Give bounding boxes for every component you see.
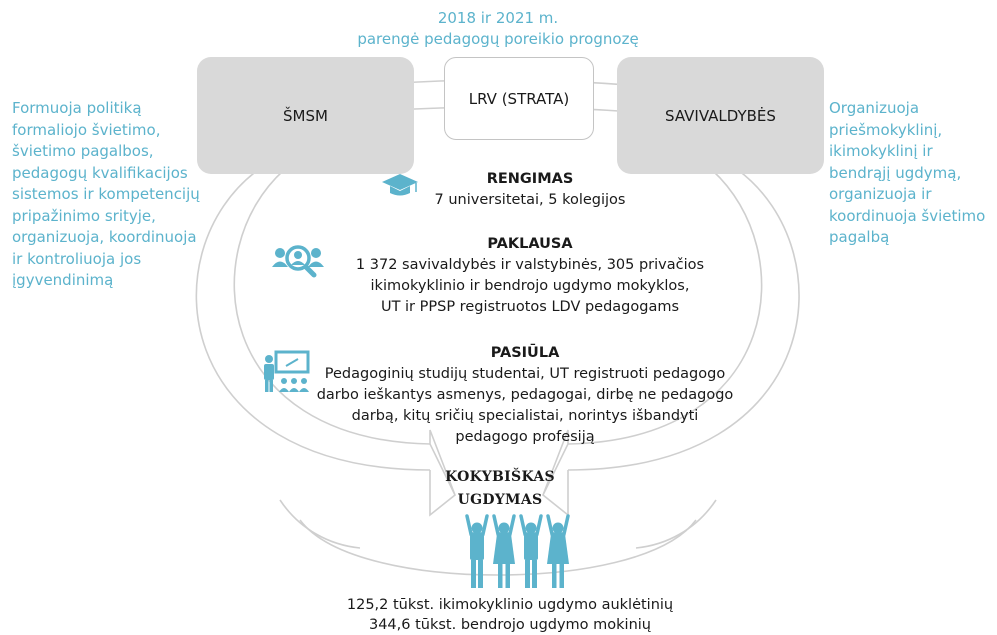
quality-education-title-line: UGDYMAS: [457, 492, 543, 508]
paklausa-text-line: 1 372 savivaldybės ir valstybinės, 305 p…: [355, 257, 705, 273]
pasiula-text-line: pedagogo profesiją: [455, 429, 595, 445]
paklausa-title: PAKLAUSA: [487, 236, 573, 252]
rengimas-text: 7 universitetai, 5 kolegijos: [434, 192, 626, 208]
smsm-description-line: įgyvendinimą: [12, 271, 114, 289]
lrv-strata-label: LRV (STRATA): [468, 89, 570, 108]
paklausa-text-line: UT ir PPSP registruotos LDV pedagogams: [380, 299, 680, 315]
lrv-strata-box: LRV (STRATA): [444, 57, 594, 140]
savivaldybes-description-line: priešmokyklinį,: [829, 120, 943, 139]
teacher-classroom-icon: [264, 350, 310, 392]
smsm-description-line: ir kontroliuoja jos: [12, 249, 142, 268]
smsm-description-line: švietimo pagalbos,: [12, 142, 154, 160]
smsm-description: Formuoja politiką formaliojo švietimo, š…: [12, 98, 212, 292]
smsm-label: ŠMSM: [283, 106, 328, 125]
quality-education-title-line: KOKYBIŠKAS: [445, 469, 555, 485]
savivaldybes-label: SAVIVALDYBĖS: [665, 106, 776, 125]
students-icon: [465, 514, 570, 588]
smsm-description-line: organizuoja, koordinuoja: [12, 228, 197, 246]
students-count: 125,2 tūkst. ikimokyklinio ugdymo auklėt…: [340, 595, 680, 635]
paklausa-text-line: ikimokyklinio ir bendrojo ugdymo mokyklo…: [370, 278, 690, 294]
forecast-note: 2018 ir 2021 m. parengė pedagogų poreiki…: [298, 8, 698, 50]
pasiula-title: PASIŪLA: [490, 345, 560, 361]
smsm-description-line: sistemos ir kompetencijų: [12, 185, 200, 203]
forecast-note-line: parengė pedagogų poreikio prognozę: [357, 30, 639, 48]
forecast-note-line: 2018 ir 2021 m.: [437, 9, 559, 27]
smsm-description-line: Formuoja politiką: [12, 99, 142, 117]
savivaldybes-description: Organizuoja priešmokyklinį, ikimokyklinį…: [829, 98, 994, 249]
savivaldybes-description-line: ikimokyklinį ir: [829, 142, 933, 160]
savivaldybes-description-line: organizuoja ir: [829, 185, 932, 203]
paklausa-section: PAKLAUSA 1 372 savivaldybės ir valstybin…: [330, 234, 730, 318]
quality-education-title: KOKYBIŠKAS UGDYMAS: [440, 466, 560, 512]
savivaldybes-description-line: Organizuoja: [829, 99, 920, 117]
students-count-line: 125,2 tūkst. ikimokyklinio ugdymo auklėt…: [346, 597, 674, 613]
rengimas-section: RENGIMAS 7 universitetai, 5 kolegijos: [400, 169, 660, 211]
smsm-description-line: pedagogų kvalifikacijos: [12, 163, 188, 182]
students-count-line: 344,6 tūkst. bendrojo ugdymo mokinių: [368, 617, 651, 633]
smsm-box: ŠMSM: [197, 57, 414, 174]
savivaldybes-box: SAVIVALDYBĖS: [617, 57, 824, 174]
savivaldybes-description-line: koordinuoja švietimo: [829, 206, 986, 225]
savivaldybes-description-line: bendrąjį ugdymą,: [829, 163, 962, 182]
people-search-icon: [272, 245, 324, 278]
smsm-description-line: pripažinimo srityje,: [12, 206, 156, 225]
pasiula-section: PASIŪLA Pedagoginių studijų studentai, U…: [305, 343, 745, 448]
graduation-cap-icon: [382, 174, 418, 196]
savivaldybes-description-line: pagalbą: [829, 228, 890, 246]
pasiula-text-line: darbo ieškantys asmenys, pedagogai, dirb…: [316, 387, 734, 403]
rengimas-title: RENGIMAS: [486, 171, 574, 187]
smsm-description-line: formaliojo švietimo,: [12, 120, 161, 139]
pasiula-text-line: Pedagoginių studijų studentai, UT regist…: [324, 366, 726, 382]
pasiula-text-line: darbą, kitų sričių specialistai, norinty…: [351, 408, 699, 424]
